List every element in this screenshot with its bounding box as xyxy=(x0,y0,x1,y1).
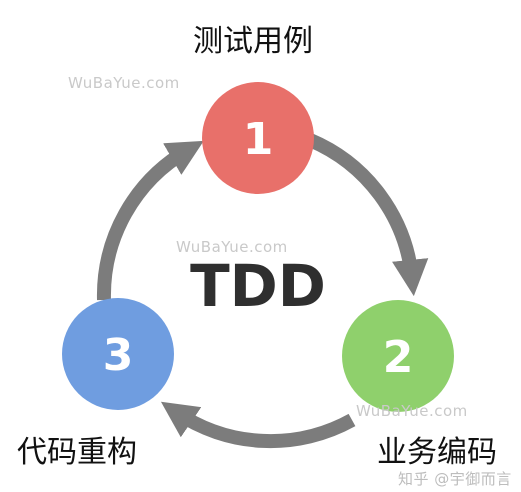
arrow-step2-to-step3 xyxy=(160,401,356,449)
step1-number: 1 xyxy=(243,114,274,165)
watermark-site-bottom: WuBaYue.com xyxy=(356,402,468,420)
watermark-site-center: WuBaYue.com xyxy=(176,238,288,256)
step3-circle xyxy=(62,298,174,410)
step3-label: 代码重构 xyxy=(17,435,137,470)
step3-number: 3 xyxy=(103,330,134,381)
step1-circle xyxy=(202,82,314,194)
step2-circle xyxy=(342,300,454,412)
step2-number: 2 xyxy=(383,332,414,383)
watermark-author: 知乎 @宇御而言 xyxy=(398,470,512,488)
step1-label: 测试用例 xyxy=(193,24,313,59)
step2-label: 业务编码 xyxy=(377,435,497,470)
arrow-step3-to-step1 xyxy=(96,140,204,301)
center-title: TDD xyxy=(190,252,326,320)
watermark-site-top: WuBaYue.com xyxy=(68,74,180,92)
arrow-step1-to-step2 xyxy=(307,133,429,297)
